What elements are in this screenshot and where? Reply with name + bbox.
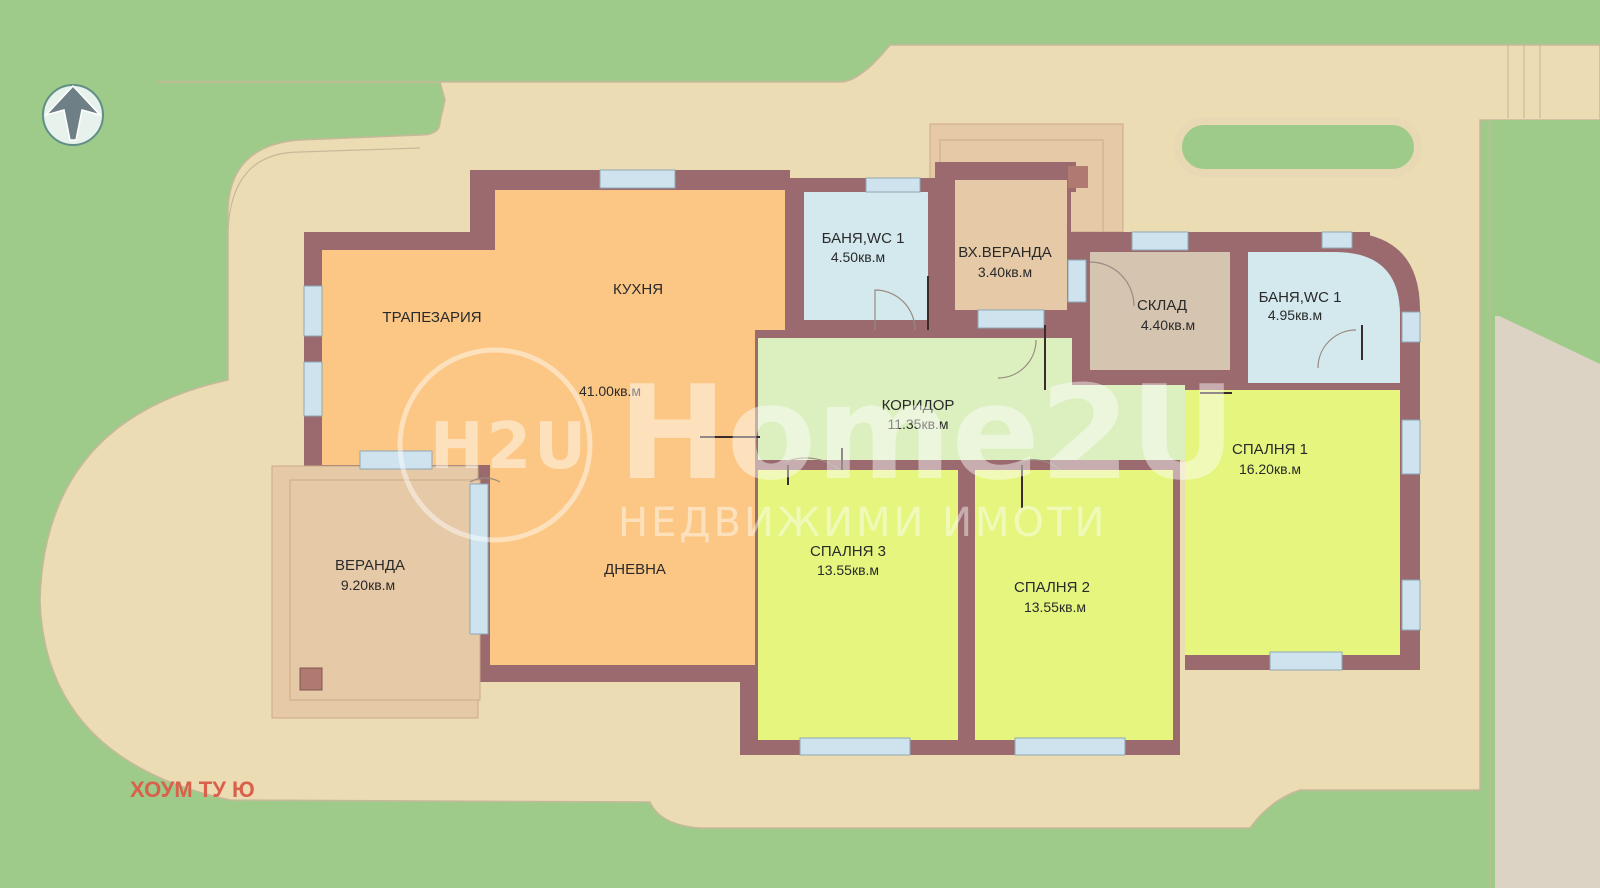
windows xyxy=(303,169,1421,756)
watermark-title: Home2U xyxy=(618,357,1236,509)
room-bath1 xyxy=(804,192,928,320)
watermark-subtitle: НЕДВИЖИМИ ИМОТИ xyxy=(618,500,1107,546)
north-arrow-icon xyxy=(42,84,104,146)
area-bedroom1: 16.20кв.м xyxy=(1239,461,1301,477)
label-dining: ТРАПЕЗАРИЯ xyxy=(382,309,481,326)
label-corridor: КОРИДОР xyxy=(882,397,955,414)
area-veranda: 9.20кв.м xyxy=(341,577,395,593)
label-veranda: ВЕРАНДА xyxy=(335,557,405,574)
room-corridor xyxy=(758,338,1185,460)
rooms xyxy=(322,180,1400,740)
area-storage: 4.40кв.м xyxy=(1141,317,1195,333)
area-corridor: 11.35кв.м xyxy=(887,416,948,432)
yard-inner-border xyxy=(227,147,421,231)
area-bath1: 4.50кв.м xyxy=(831,249,885,265)
label-bath1: БАНЯ,WC 1 xyxy=(822,230,905,247)
room-veranda-inner xyxy=(289,479,481,701)
area-kitchen: 41.00кв.м xyxy=(579,383,641,399)
area-bath2: 4.95кв.м xyxy=(1268,307,1322,323)
room-bedroom2 xyxy=(975,470,1173,740)
label-bedroom3: СПАЛНЯ 3 xyxy=(810,543,886,560)
label-bedroom1: СПАЛНЯ 1 xyxy=(1232,441,1308,458)
watermark-logo: H2U xyxy=(430,410,589,484)
door-swings xyxy=(469,261,1357,483)
area-entrance-veranda: 3.40кв.м xyxy=(978,264,1032,280)
door-leaves xyxy=(700,276,1363,508)
brand-text: ХОУМ ТУ Ю xyxy=(130,777,255,802)
steps-top-right xyxy=(1507,45,1541,118)
area-bedroom2: 13.55кв.м xyxy=(1024,599,1086,615)
watermark: H2U Home2U НЕДВИЖИМИ ИМОТИ xyxy=(397,347,1236,546)
area-bedroom3: 13.55кв.м xyxy=(817,562,879,578)
label-bedroom2: СПАЛНЯ 2 xyxy=(1014,579,1090,596)
watermark-logo-ring xyxy=(397,347,593,543)
room-labels: ТРАПЕЗАРИЯ КУХНЯ 41.00кв.м ДНЕВНА БАНЯ,W… xyxy=(335,230,1341,615)
label-kitchen: КУХНЯ xyxy=(613,281,663,298)
room-storage xyxy=(1090,252,1230,370)
label-bath2: БАНЯ,WC 1 xyxy=(1259,289,1342,306)
east-lawn-strip xyxy=(1490,120,1600,316)
room-entrance-veranda xyxy=(955,180,1067,310)
driveway xyxy=(1495,314,1600,888)
oval-planter xyxy=(1174,117,1422,177)
room-kitchen-living xyxy=(322,190,785,665)
entrance-column xyxy=(1068,166,1088,188)
room-bedroom3 xyxy=(758,470,958,740)
room-bedroom1 xyxy=(1185,390,1400,655)
label-storage: СКЛАД xyxy=(1137,297,1187,314)
label-entrance-veranda: ВХ.ВЕРАНДА xyxy=(958,244,1052,261)
label-living: ДНЕВНА xyxy=(604,561,666,578)
veranda-column xyxy=(299,667,323,691)
